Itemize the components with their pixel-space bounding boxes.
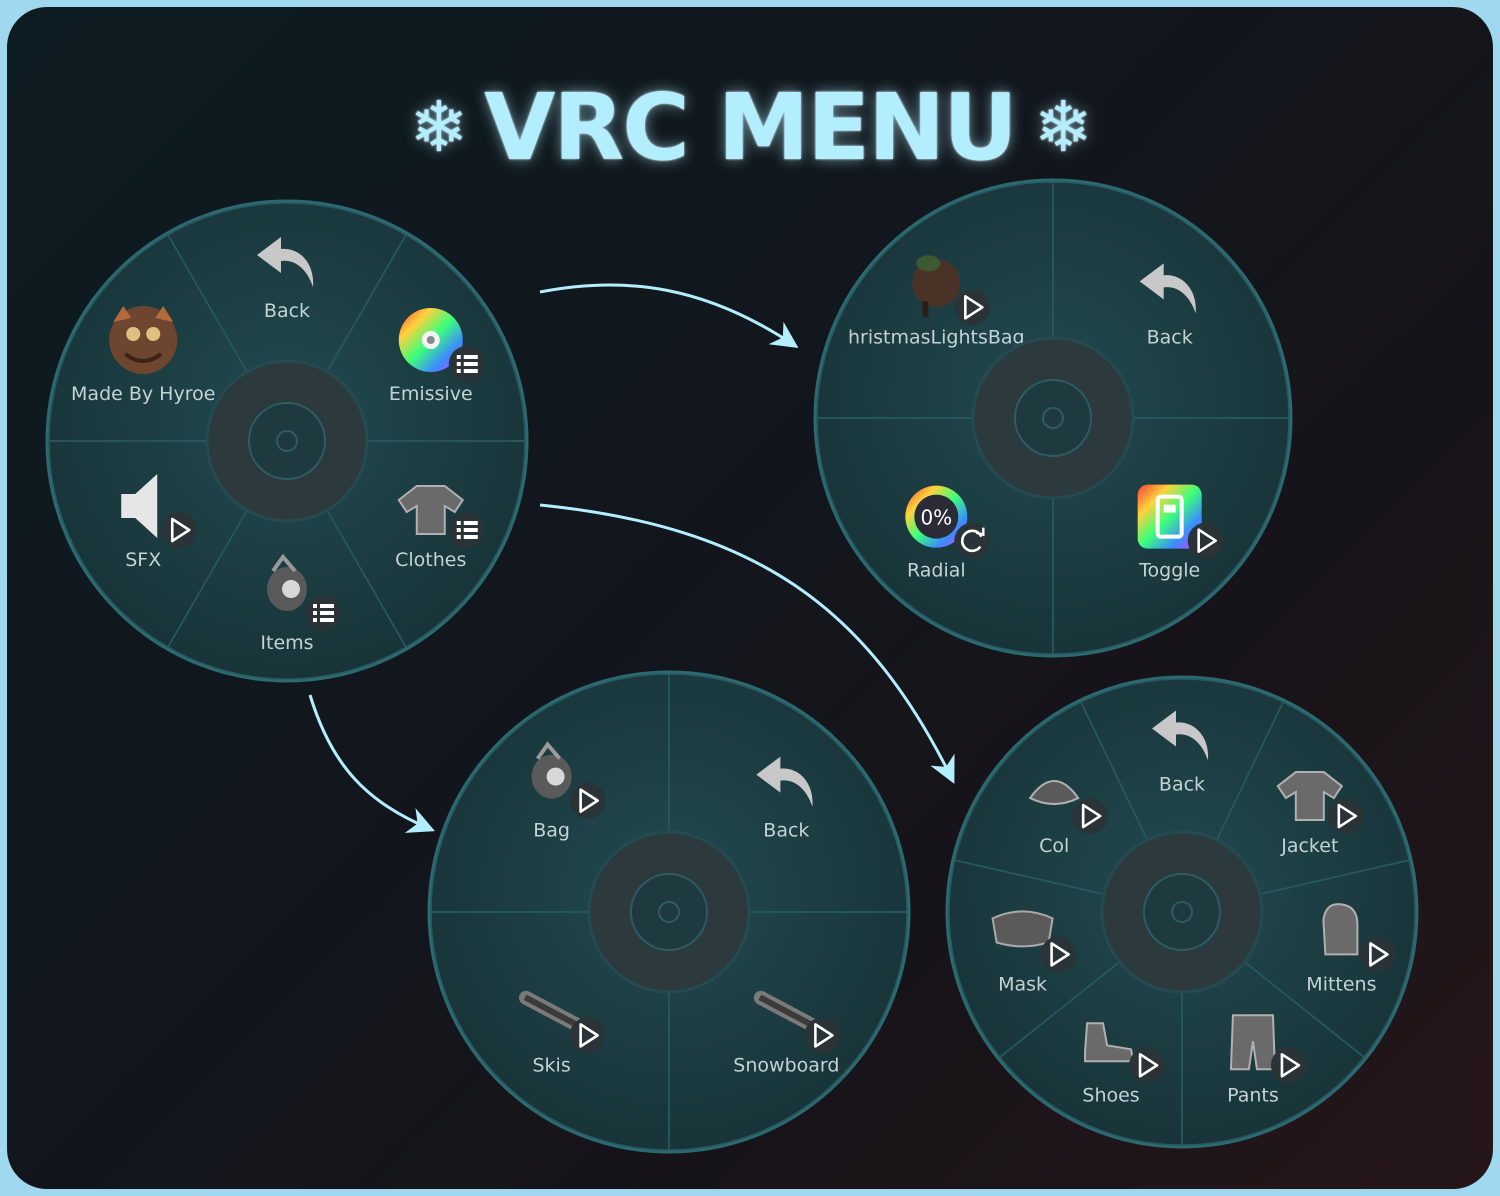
back-arrow-icon: [1152, 710, 1209, 761]
play-icon: [1270, 1047, 1307, 1084]
menu-item-label: Back: [763, 820, 809, 842]
menu-item-label: Jacket: [1280, 835, 1338, 857]
menu-item-label: Emissive: [389, 383, 473, 405]
menu-center-hub[interactable]: [248, 402, 326, 480]
menu-item-label: Back: [1147, 326, 1193, 348]
snowflake-icon: ❄: [1033, 86, 1093, 168]
menu-item-label: SFX: [125, 549, 161, 571]
menu-item-label: Col: [1039, 835, 1069, 857]
play-icon: [1072, 798, 1109, 835]
submenu-icon: [305, 595, 341, 631]
arrow-to-clothes: [539, 503, 955, 784]
bag-icon: [531, 741, 572, 799]
back-arrow-icon: [756, 756, 813, 807]
page-title: ❄VRC MENU❄: [7, 77, 1493, 178]
menu-item-label: Clothes: [395, 549, 466, 571]
mittens-icon: [1322, 903, 1359, 956]
play-icon: [1327, 798, 1364, 835]
avatar-icon: [109, 306, 178, 374]
menu-item-label: Mask: [998, 973, 1047, 995]
clothes-icon: [397, 485, 465, 535]
snowflake-icon: ❄: [409, 86, 469, 168]
refresh-icon: [954, 522, 991, 559]
menu-item-label: hristmasLightsBag: [848, 326, 1025, 348]
menu-item-label: Back: [1159, 774, 1205, 796]
back-arrow-icon: [1139, 263, 1196, 314]
menu-item-label: Skis: [532, 1054, 570, 1076]
play-icon: [161, 512, 198, 548]
arrow-to-emissive: [539, 283, 799, 348]
play-icon: [1359, 936, 1396, 973]
pants-icon: [1229, 1014, 1276, 1071]
menu-item-label: Toggle: [1138, 560, 1200, 582]
jacket-icon: [1276, 771, 1344, 822]
radial-value: 0%: [920, 506, 952, 530]
menu-item-label: Made By Hyroe: [71, 383, 215, 405]
skis-icon: [519, 990, 585, 1032]
menu-item-label: Items: [260, 632, 313, 654]
menu-item-label: Shoes: [1082, 1084, 1139, 1106]
menu-center-hub[interactable]: [1143, 873, 1221, 951]
submenu-icon: [448, 346, 485, 382]
menu-item-label: Bag: [533, 820, 570, 842]
color-wheel-icon: [398, 308, 463, 372]
shoes-icon: [1084, 1022, 1135, 1063]
lights-bag-icon: [912, 255, 961, 318]
menu-item-label: Radial: [907, 560, 966, 582]
speaker-icon: [121, 474, 158, 538]
items-icon: [267, 553, 307, 611]
play-icon: [1040, 936, 1077, 973]
play-icon: [954, 289, 991, 326]
snowboard-icon: [753, 990, 819, 1032]
collar-icon: [1028, 780, 1080, 806]
play-icon: [1187, 522, 1224, 559]
menu-item-label: Snowboard: [733, 1054, 839, 1076]
title-text: VRC MENU: [484, 74, 1018, 181]
play-icon: [569, 1017, 606, 1054]
radial-icon: 0%: [905, 485, 968, 548]
menu-item-label: Mittens: [1306, 973, 1376, 995]
play-icon: [804, 1017, 841, 1054]
flow-arrows: [308, 283, 955, 833]
back-arrow-icon: [257, 237, 314, 287]
arrow-to-items: [308, 694, 435, 833]
menu-center-hub[interactable]: [1014, 379, 1092, 457]
menu-item-label: Back: [264, 300, 310, 322]
submenu-icon: [448, 512, 485, 548]
play-icon: [1129, 1047, 1166, 1084]
menu-center-hub[interactable]: [630, 873, 708, 951]
menu-item-label: Pants: [1227, 1084, 1279, 1106]
play-icon: [569, 782, 606, 819]
mask-icon: [991, 910, 1054, 948]
toggle-icon: [1137, 484, 1202, 549]
